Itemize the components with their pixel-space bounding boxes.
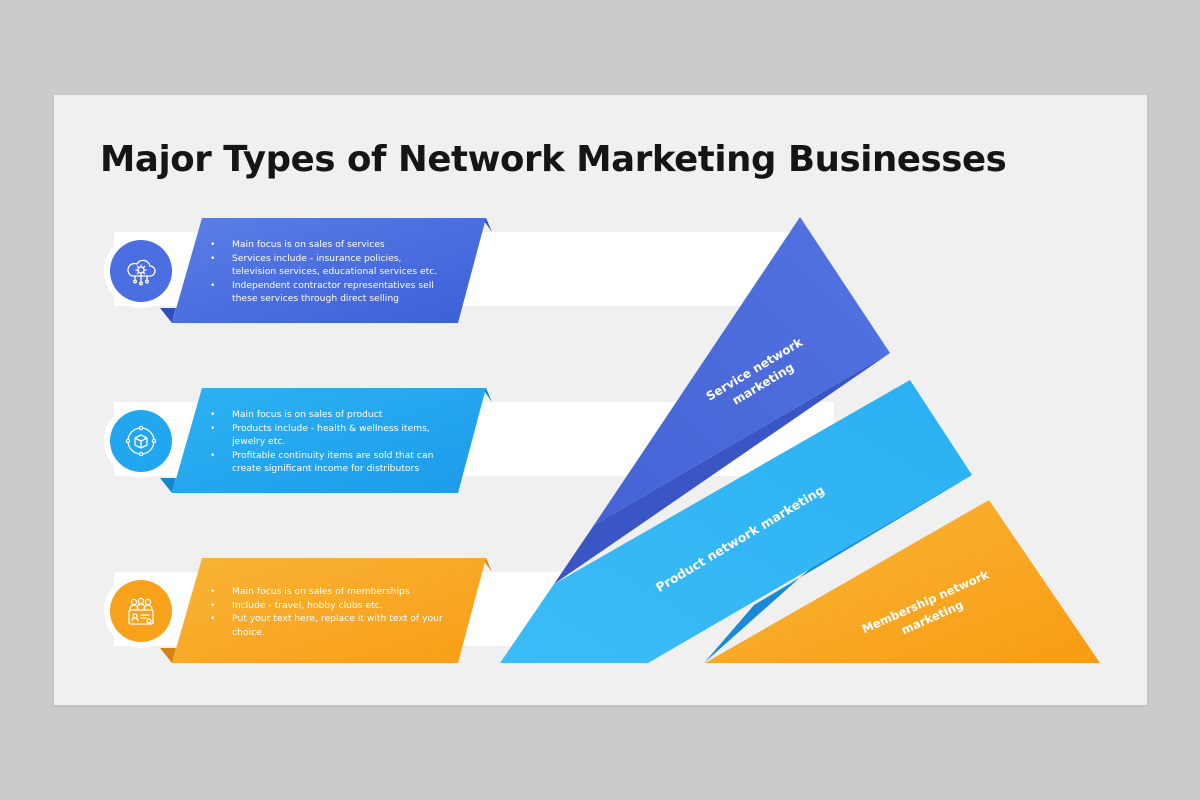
pyramid-top-shade — [554, 353, 890, 584]
cloud-gear-icon — [127, 259, 156, 286]
membership-bullet: Include - travel, hobby clubs etc. — [210, 599, 446, 613]
membership-bullet-list: Main focus is on sales of memberships In… — [210, 585, 446, 639]
membership-card-icon — [128, 597, 154, 625]
membership-icon-circle — [110, 580, 172, 642]
product-box-icon — [125, 425, 157, 457]
product-icon-circle — [110, 410, 172, 472]
pyramid-top — [594, 217, 890, 525]
slide-title: Major Types of Network Marketing Busines… — [100, 139, 1007, 180]
product-bullet: Products include - health & wellness ite… — [210, 422, 446, 449]
banner-fold-2 — [160, 478, 176, 493]
service-bullet: Main focus is on sales of services — [210, 238, 446, 252]
banner-fold-3 — [160, 648, 176, 663]
product-bullet-list: Main focus is on sales of product Produc… — [210, 408, 446, 476]
membership-bullet: Put your text here, replace it with text… — [210, 612, 446, 639]
service-icon-circle — [110, 240, 172, 302]
slide: Major Types of Network Marketing Busines… — [54, 95, 1147, 705]
product-bullet: Profitable continuity items are sold tha… — [210, 449, 446, 476]
service-bullet: Independent contractor representatives s… — [210, 279, 446, 306]
pyramid-bottom — [705, 500, 1100, 663]
membership-bullet: Main focus is on sales of memberships — [210, 585, 446, 599]
product-bullet: Main focus is on sales of product — [210, 408, 446, 422]
banner-fold-1 — [160, 308, 176, 323]
service-bullet-list: Main focus is on sales of services Servi… — [210, 238, 446, 306]
pyramid-middle — [500, 380, 972, 663]
service-bullet: Services include - insurance policies, t… — [210, 252, 446, 279]
